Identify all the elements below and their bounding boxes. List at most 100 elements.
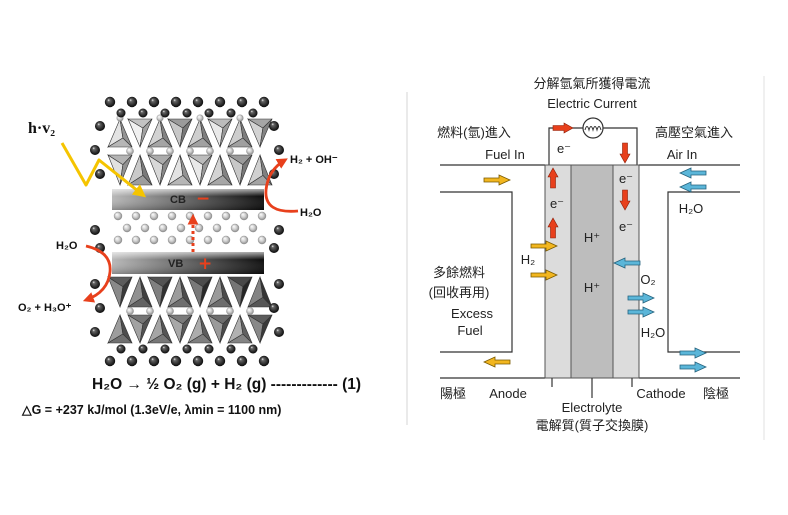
tetrahedron-face bbox=[166, 297, 193, 308]
tetrahedron-face bbox=[206, 175, 233, 186]
oxygen-sphere bbox=[206, 307, 214, 315]
oxygen-sphere bbox=[146, 147, 154, 155]
metal-atom bbox=[182, 108, 192, 118]
oxygen-sphere bbox=[131, 211, 141, 221]
metal-atom bbox=[138, 344, 148, 354]
oxygen-sphere bbox=[167, 235, 177, 245]
metal-atom bbox=[160, 108, 170, 118]
tetrahedron-face bbox=[206, 314, 233, 325]
tetrahedron-face bbox=[146, 276, 173, 287]
metal-atom bbox=[95, 169, 105, 179]
oxygen-sphere bbox=[196, 114, 204, 122]
oxygen-sphere bbox=[248, 223, 258, 233]
excess-fuel-label-en: Fuel bbox=[457, 323, 482, 338]
water-splitting-equation: H₂O → ½ O₂ (g) + H₂ (g) ------------- (1… bbox=[92, 376, 361, 393]
metal-atom bbox=[192, 96, 204, 108]
photon-label: h·v₂ bbox=[28, 120, 55, 137]
oxygen-sphere bbox=[176, 223, 186, 233]
reduction-curved-arrow bbox=[264, 158, 299, 213]
excess-fuel-label-zh: 多餘燃料 bbox=[433, 265, 485, 280]
tetrahedron-face bbox=[246, 118, 273, 129]
tetrahedron-face bbox=[226, 137, 253, 148]
cathode-label-zh: 陰極 bbox=[703, 386, 729, 401]
cathode-label-en: Cathode bbox=[636, 386, 685, 401]
free-energy-note: △G = +237 kJ/mol (1.3eV/e, λmin = 1100 n… bbox=[21, 403, 281, 417]
oxygen-sphere bbox=[149, 235, 159, 245]
metal-atom bbox=[95, 121, 105, 131]
tetrahedron-face bbox=[226, 154, 253, 165]
oxygen-sphere bbox=[221, 211, 231, 221]
metal-atom bbox=[269, 303, 279, 313]
metal-atom bbox=[90, 225, 100, 235]
conduction-band-shine bbox=[112, 189, 264, 210]
oxygen-sphere bbox=[126, 147, 134, 155]
tetrahedron-face bbox=[186, 154, 213, 165]
oxygen-sphere bbox=[126, 307, 134, 315]
oxygen-sphere bbox=[113, 235, 123, 245]
oxygen-sphere bbox=[156, 114, 164, 122]
metal-atom bbox=[148, 96, 160, 108]
metal-atom bbox=[116, 344, 126, 354]
metal-atom bbox=[274, 145, 284, 155]
tetrahedron-face bbox=[106, 333, 133, 344]
tetrahedron-face bbox=[246, 297, 273, 308]
proton-label: H⁺ bbox=[584, 230, 600, 245]
electrolyte-label-en: Electrolyte bbox=[562, 400, 623, 415]
photon-zigzag-arrow bbox=[60, 142, 147, 198]
tetrahedron-face bbox=[106, 276, 133, 287]
oxygen-sphere bbox=[166, 307, 174, 315]
electron-label: e⁻ bbox=[619, 171, 633, 186]
oxygen-sphere bbox=[257, 235, 267, 245]
metal-atom bbox=[236, 96, 248, 108]
vb-product-label: O₂ + H₃O⁺ bbox=[18, 302, 72, 314]
metal-atom bbox=[116, 108, 126, 118]
metal-atom bbox=[104, 96, 116, 108]
tetrahedron-face bbox=[206, 297, 233, 308]
air-channel-inner-wall bbox=[667, 191, 740, 353]
oxygen-sphere bbox=[206, 147, 214, 155]
electron-label: e⁻ bbox=[557, 141, 571, 156]
oxygen-sphere bbox=[140, 223, 150, 233]
tetrahedron-face bbox=[126, 118, 153, 129]
metal-atom bbox=[138, 108, 148, 118]
electron-label: e⁻ bbox=[550, 196, 564, 211]
metal-atom bbox=[160, 344, 170, 354]
metal-atom bbox=[204, 108, 214, 118]
water-label: H₂O bbox=[641, 325, 666, 340]
oxygen-sphere bbox=[257, 211, 267, 221]
air-in-arrow bbox=[679, 167, 707, 179]
exhaust-out-arrow bbox=[679, 361, 707, 373]
oxygen-sphere bbox=[230, 223, 240, 233]
oxygen-sphere bbox=[158, 223, 168, 233]
fuel-in-arrow bbox=[483, 174, 511, 186]
metal-atom bbox=[192, 355, 204, 367]
fuel-in-label-en: Fuel In bbox=[485, 147, 525, 162]
metal-atom bbox=[226, 344, 236, 354]
resistor-coil bbox=[584, 126, 602, 132]
fuel-channel-inner-wall bbox=[440, 191, 513, 353]
oxygen-sphere bbox=[149, 211, 159, 221]
oxygen-sphere bbox=[186, 147, 194, 155]
tetrahedron-face bbox=[246, 314, 273, 325]
oxygen-sphere bbox=[131, 235, 141, 245]
oxygen-sphere bbox=[185, 211, 195, 221]
conduction-band-label: CB bbox=[170, 194, 186, 206]
oxygen-sphere bbox=[167, 211, 177, 221]
tetrahedron-face bbox=[126, 297, 153, 308]
oxygen-sphere bbox=[236, 114, 244, 122]
metal-atom bbox=[148, 355, 160, 367]
tetrahedron-face bbox=[166, 314, 193, 325]
valence-band-shine bbox=[112, 252, 264, 274]
metal-atom bbox=[236, 355, 248, 367]
metal-atom bbox=[274, 327, 284, 337]
metal-atom bbox=[170, 355, 182, 367]
valence-band-label: VB bbox=[168, 258, 183, 270]
load-resistor-icon bbox=[582, 117, 604, 139]
excess-fuel-out-arrow bbox=[483, 356, 511, 368]
metal-atom bbox=[90, 327, 100, 337]
tetrahedron-face bbox=[226, 276, 253, 287]
fuel-in-label-zh: 燃料(氫)進入 bbox=[437, 125, 511, 140]
oxygen-sphere bbox=[186, 307, 194, 315]
metal-atom bbox=[248, 344, 258, 354]
tetrahedron-face bbox=[186, 137, 213, 148]
